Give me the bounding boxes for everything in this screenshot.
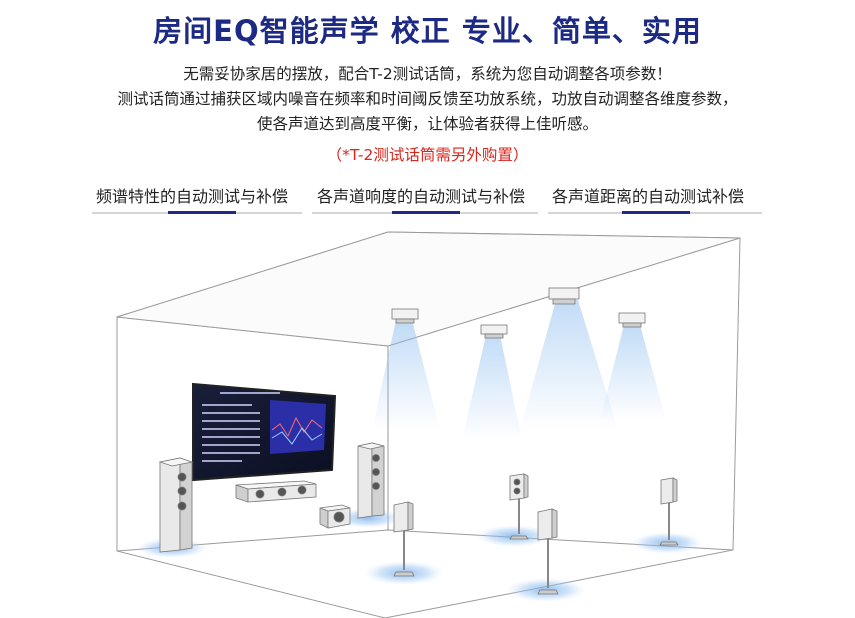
feature-tabs: 频谱特性的自动测试与补偿 各声道响度的自动测试与补偿 各声道距离的自动测试补偿 [92, 183, 762, 215]
feature-spectrum: 频谱特性的自动测试与补偿 [96, 187, 289, 206]
description-line-3: 使各声道达到高度平衡，让体验者获得上佳听感。 [256, 115, 598, 133]
beam-3 [520, 300, 618, 430]
ceiling-speaker-4 [618, 312, 646, 328]
stand-speaker-4 [659, 477, 679, 546]
feature-distance: 各声道距离的自动测试补偿 [552, 187, 745, 206]
stand-speaker-1 [393, 501, 415, 577]
right-tower-speaker [357, 442, 385, 519]
feature-highlight-3 [622, 211, 690, 214]
beam-2 [462, 335, 522, 440]
stand-speaker-2 [509, 473, 529, 540]
ceiling [116, 231, 741, 347]
floor-glow-2 [334, 508, 402, 528]
feature-highlight-2 [392, 211, 460, 214]
feature-loudness: 各声道响度的自动测试与补偿 [317, 187, 526, 206]
stand-speaker-3 [537, 508, 559, 595]
tv-screen [192, 382, 337, 482]
left-tower-speaker [158, 457, 194, 553]
page-title: 房间EQ智能声学 校正 专业、简单、实用 [153, 14, 702, 48]
description-line-1: 无需妥协家居的摆放，配合T-2测试话筒，系统为您自动调整各项参数！ [183, 65, 672, 83]
ceiling-speaker-3 [548, 287, 580, 305]
purchase-note: （*T-2测试话筒需另外购置） [326, 146, 529, 164]
subwoofer [319, 504, 351, 529]
center-speaker [235, 480, 317, 503]
description-line-2: 测试话筒通过捕获区域内噪音在频率和时间阈反馈至功放系统，功放自动调整各维度参数， [117, 90, 738, 108]
ceiling-speaker-2 [480, 324, 508, 339]
feature-highlight-1 [168, 211, 236, 214]
beam-1 [372, 320, 440, 430]
ceiling-speaker-1 [391, 308, 419, 324]
beam-4 [600, 325, 666, 420]
